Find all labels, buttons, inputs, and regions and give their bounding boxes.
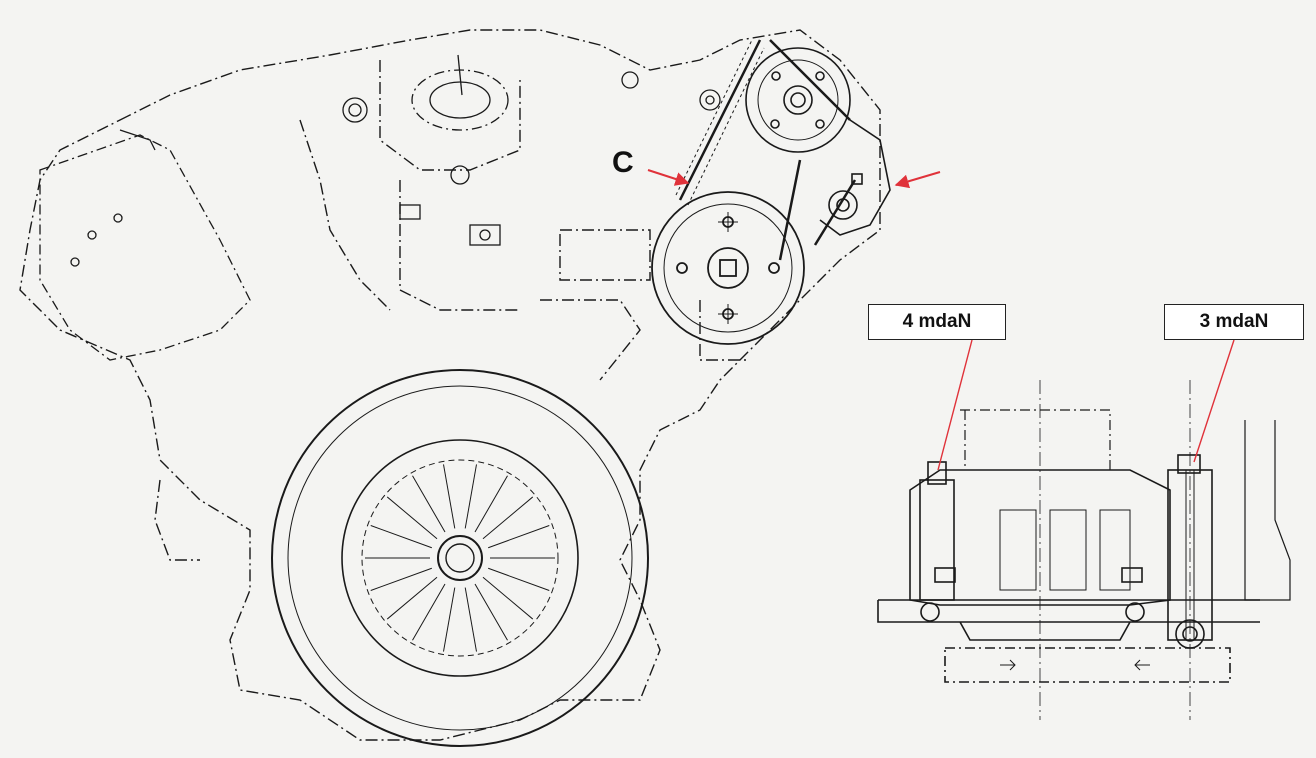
leader-3mdan (1193, 339, 1235, 463)
clutch-finger (370, 525, 432, 549)
lower-pulley (651, 191, 805, 345)
clutch-finger (443, 464, 456, 529)
clutch-finger (464, 587, 477, 652)
leader-4mdan (937, 339, 973, 471)
clutch-finger (370, 567, 432, 591)
belt-tensioner (813, 119, 891, 246)
water-pump-detail (877, 380, 1291, 720)
clutch-spring-fingers (365, 464, 555, 652)
leader-lines (647, 169, 1235, 471)
clutch-finger (412, 583, 446, 641)
starter-housing (39, 129, 251, 361)
clutch-finger (482, 496, 534, 540)
clutch-flywheel (271, 369, 649, 747)
clutch-finger (474, 475, 508, 533)
clutch-finger (488, 525, 550, 549)
clutch-finger (464, 464, 477, 529)
torque-label-3mdan: 3 mdaN (1164, 304, 1304, 340)
torque-label-4mdan: 4 mdaN (868, 304, 1006, 340)
clutch-finger (474, 583, 508, 641)
arrow-c (647, 169, 690, 186)
callout-c-label: C (612, 146, 634, 179)
engine-block-outline (19, 29, 881, 741)
clutch-finger (482, 576, 534, 620)
thermostat-housing (342, 54, 721, 246)
belt-drive (675, 39, 851, 261)
clutch-finger (443, 587, 456, 652)
arrow-tensioner (894, 171, 941, 189)
clutch-finger (488, 567, 550, 591)
clutch-finger (386, 496, 438, 540)
upper-pulley (745, 47, 851, 153)
clutch-finger (412, 475, 446, 533)
clutch-finger (386, 576, 438, 620)
